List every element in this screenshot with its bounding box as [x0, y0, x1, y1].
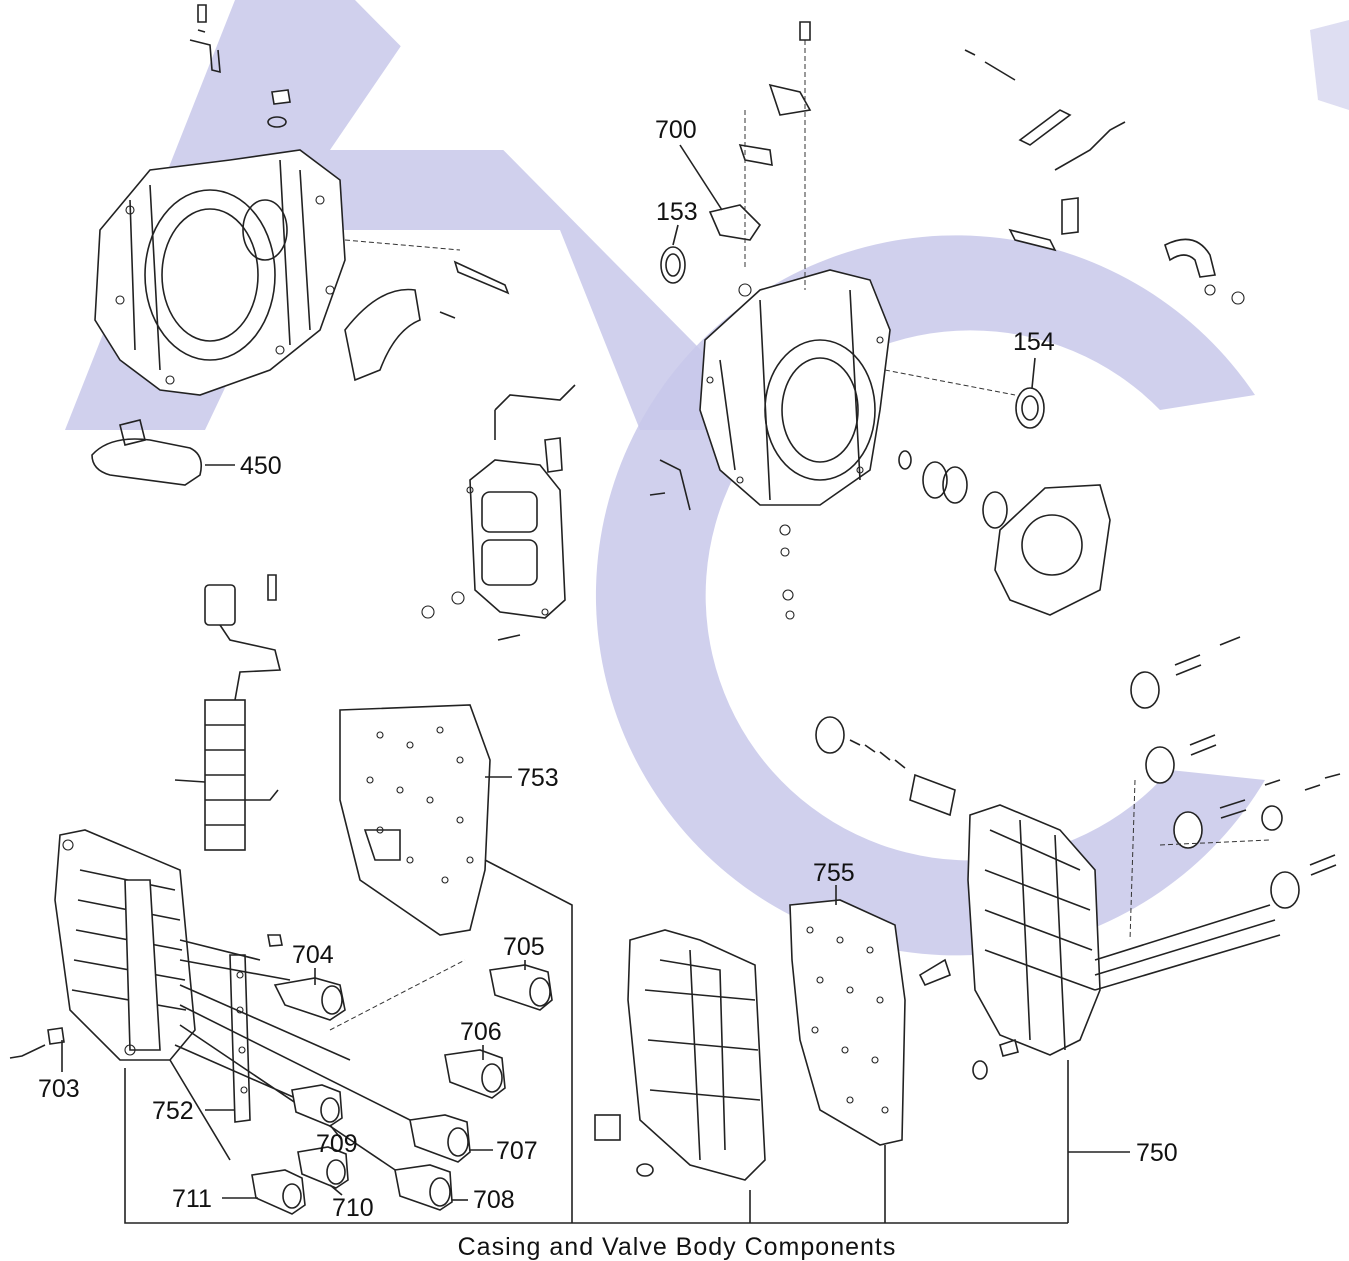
temp-sensor-703: [9, 1027, 65, 1059]
callout-707: 707: [496, 1137, 538, 1165]
solenoid-704: [267, 934, 346, 1021]
upper-right-fittings: [964, 49, 1245, 305]
solenoid-710: [297, 1146, 349, 1189]
watermark-c-right: [1310, 20, 1349, 110]
callout-750: 750: [1136, 1139, 1178, 1167]
wiring-harness: [174, 574, 282, 851]
solenoid-709: [291, 1084, 343, 1127]
callout-706: 706: [460, 1018, 502, 1046]
valve-pistons-springs: [815, 636, 1341, 991]
deflector-shield: [344, 239, 510, 382]
solenoid-708: [394, 1164, 453, 1211]
solenoid-rails: [169, 939, 421, 1181]
oil-seal-154: [1015, 387, 1045, 429]
valve-cover: [421, 384, 576, 641]
watermark-a-counter: [330, 40, 520, 150]
solenoid-706: [444, 1049, 506, 1099]
callout-708: 708: [473, 1186, 515, 1214]
transmission-case: [699, 269, 891, 506]
solenoid-705: [329, 959, 553, 1031]
callout-753: 753: [517, 764, 559, 792]
leader-lines: [61, 144, 1130, 1224]
callout-labels: 700 153 154 450 753 755 704 705 706 703 …: [38, 116, 1178, 1222]
diagram-caption: Casing and Valve Body Components: [458, 1233, 897, 1261]
case-rings-and-cover: [649, 369, 1111, 620]
callout-704: 704: [292, 941, 334, 969]
callout-710: 710: [332, 1194, 374, 1222]
callout-711: 711: [172, 1185, 212, 1213]
callout-154: 154: [1013, 328, 1055, 356]
callout-153: 153: [656, 198, 698, 226]
callout-705: 705: [503, 933, 545, 961]
callout-755: 755: [813, 859, 855, 887]
housing-cap: [267, 89, 291, 128]
separator-plate-753: [339, 704, 491, 936]
manual-valve-linkage: [708, 21, 812, 290]
converter-housing: [94, 149, 346, 396]
callout-709: 709: [316, 1130, 358, 1158]
callout-450: 450: [240, 452, 282, 480]
callout-700: 700: [655, 116, 697, 144]
oil-strainer-450: [91, 419, 203, 486]
valve-body-middle: [594, 929, 766, 1181]
valve-body-750: [918, 804, 1101, 1080]
separator-plate-755: [789, 899, 906, 1146]
solenoid-711: [251, 1169, 306, 1215]
callout-703: 703: [38, 1075, 80, 1103]
callout-752: 752: [152, 1097, 194, 1125]
housing-bracket: [189, 4, 221, 74]
watermark-c: [595, 235, 1265, 956]
valve-body-lower: [54, 829, 196, 1061]
solenoid-707: [409, 1114, 471, 1163]
oil-seal-153: [660, 246, 686, 284]
